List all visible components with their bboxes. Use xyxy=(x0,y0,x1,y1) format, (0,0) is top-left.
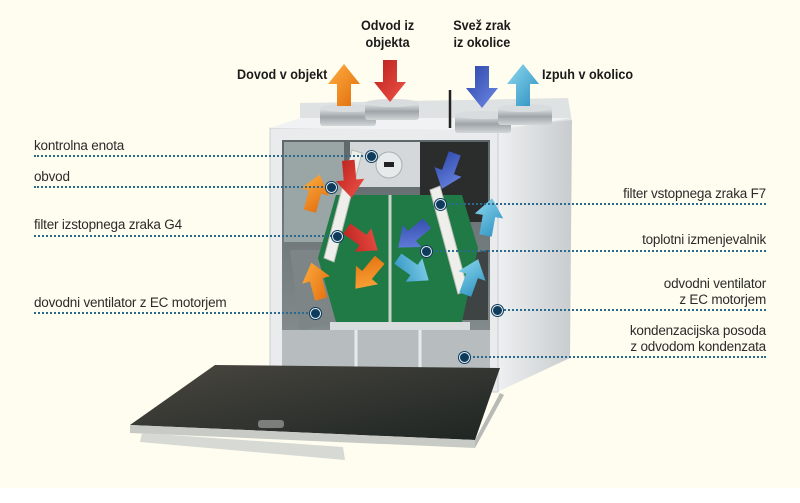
door-edge-side xyxy=(475,393,504,448)
leader-exhaust-fan xyxy=(500,309,766,311)
extract-down-arrow-icon xyxy=(374,60,406,102)
marker-control-unit xyxy=(366,151,377,162)
door-edge xyxy=(130,425,475,448)
label-fresh-filter: filter vstopnega zraka F7 xyxy=(623,186,766,201)
marker-heat-exchanger xyxy=(421,246,432,257)
label-extract-filter: filter izstopnega zraka G4 xyxy=(34,217,182,232)
duct-fresh xyxy=(455,111,511,133)
marker-fresh-filter xyxy=(435,199,446,210)
diagram-canvas: Dovod v objekt Odvod iz objekta Svež zra… xyxy=(0,0,800,488)
label-fresh-in-line1: Svež zrak xyxy=(453,17,511,33)
marker-condensate-tray xyxy=(459,352,470,363)
leader-condensate-tray xyxy=(466,356,766,358)
duct-exhaust xyxy=(498,104,552,125)
marker-bypass xyxy=(326,182,337,193)
label-bypass: obvod xyxy=(34,169,70,184)
marker-supply-fan xyxy=(310,308,321,319)
condensate-tray-rim xyxy=(330,322,470,330)
leader-extract-filter xyxy=(34,235,336,237)
label-supply-fan: dovodni ventilator z EC motorjem xyxy=(34,295,227,310)
label-condensate-tray: kondenzacijska posoda z odvodom kondenza… xyxy=(630,323,766,355)
label-extract-in-line1: Odvod iz xyxy=(360,17,415,33)
label-heat-exchanger: toplotni izmenjevalnik xyxy=(642,232,766,247)
label-condensate-tray-line1: kondenzacijska posoda xyxy=(629,323,766,338)
marker-extract-filter xyxy=(332,231,343,242)
label-fresh-in-line2: iz okolice xyxy=(453,34,511,50)
control-display xyxy=(384,162,394,167)
leader-supply-fan xyxy=(34,312,312,314)
door-handle xyxy=(258,420,284,428)
label-extract-in-line2: objekta xyxy=(365,34,410,50)
door-lower-rail xyxy=(140,433,345,460)
leader-heat-exchanger xyxy=(425,250,766,252)
label-fresh-in: Svež zrak iz okolice xyxy=(453,17,510,51)
supply-up-arrow-icon xyxy=(328,64,360,106)
label-exhaust-fan-line1: odvodni ventilator xyxy=(663,276,766,291)
marker-exhaust-fan xyxy=(492,305,503,316)
label-exhaust-out: Izpuh v okolico xyxy=(542,66,634,82)
label-supply-out: Dovod v objekt xyxy=(237,66,328,82)
unit-illustration xyxy=(130,60,572,460)
label-exhaust-fan-line2: z EC motorjem xyxy=(679,292,766,307)
leader-bypass xyxy=(34,186,330,188)
label-extract-in: Odvod iz objekta xyxy=(361,17,414,51)
label-exhaust-fan: odvodni ventilator z EC motorjem xyxy=(664,276,766,308)
leader-control-unit xyxy=(34,155,370,157)
label-condensate-tray-line2: z odvodom kondenzata xyxy=(630,339,766,354)
leader-fresh-filter xyxy=(440,203,766,205)
duct-supply xyxy=(320,104,376,126)
duct-extract xyxy=(365,99,419,120)
side-panel xyxy=(497,120,572,392)
door-panel xyxy=(130,365,500,440)
label-control-unit: kontrolna enota xyxy=(34,138,125,153)
